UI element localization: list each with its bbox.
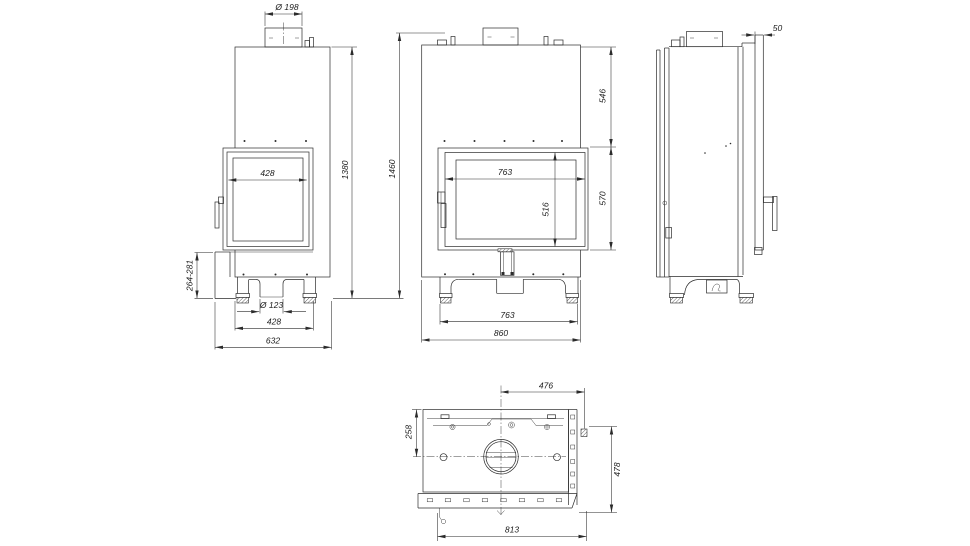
dim-duct-diameter: Ø 123 [259,300,283,310]
foot [565,293,579,298]
foot [439,293,453,298]
foot [669,293,684,298]
hook [441,519,446,524]
dim-glass-width: 763 [498,167,512,177]
door-handle [772,196,778,231]
door-handle [214,201,220,229]
dim-top-to-door: 546 [598,89,608,103]
dim-flue-diameter: Ø 198 [274,2,298,12]
front-view: 763 516 546 570 1460 763 860 [387,27,616,343]
dim-glass-height: 516 [541,202,551,216]
flue-hole [483,439,519,475]
body-outline [422,409,569,493]
dim-base-total-width: 632 [266,336,280,346]
foot [235,293,250,298]
mounting-bracket [580,428,588,437]
right-side-view: 50 [656,23,783,304]
dim-glass-width: 428 [260,168,274,178]
air-slider [497,248,513,253]
foot [302,293,317,298]
dim-total-height: 1460 [387,159,397,178]
dim-base-inner-width: 763 [500,310,514,320]
door-latch [218,196,224,204]
dim-base-height-range: 264-281 [185,260,195,292]
foot [738,293,754,298]
dim-door-height: 570 [598,191,608,205]
door-latch [437,191,446,204]
air-control-box [500,251,515,276]
dim-base-inner-width: 428 [267,317,281,327]
front-glass-door [437,147,589,251]
flue-collar [482,27,519,46]
top-view: 476 258 478 813 [404,381,622,541]
door-latch [763,196,774,203]
dim-center-to-right: 476 [539,381,553,391]
dim-rear-depth: 258 [404,425,414,440]
dim-total-depth: 478 [612,462,622,476]
dim-base-total-width: 860 [494,328,508,338]
side-glass-door [222,147,314,251]
door-handle [440,203,447,228]
dim-front-depth-offset: 50 [773,23,783,33]
dim-body-height: 1380 [340,160,350,179]
flue-collar [686,31,723,48]
dim-front-width: 813 [505,525,519,535]
left-side-view: Ø 198 428 264-281 Ø 123 428 632 1380 [185,2,404,350]
